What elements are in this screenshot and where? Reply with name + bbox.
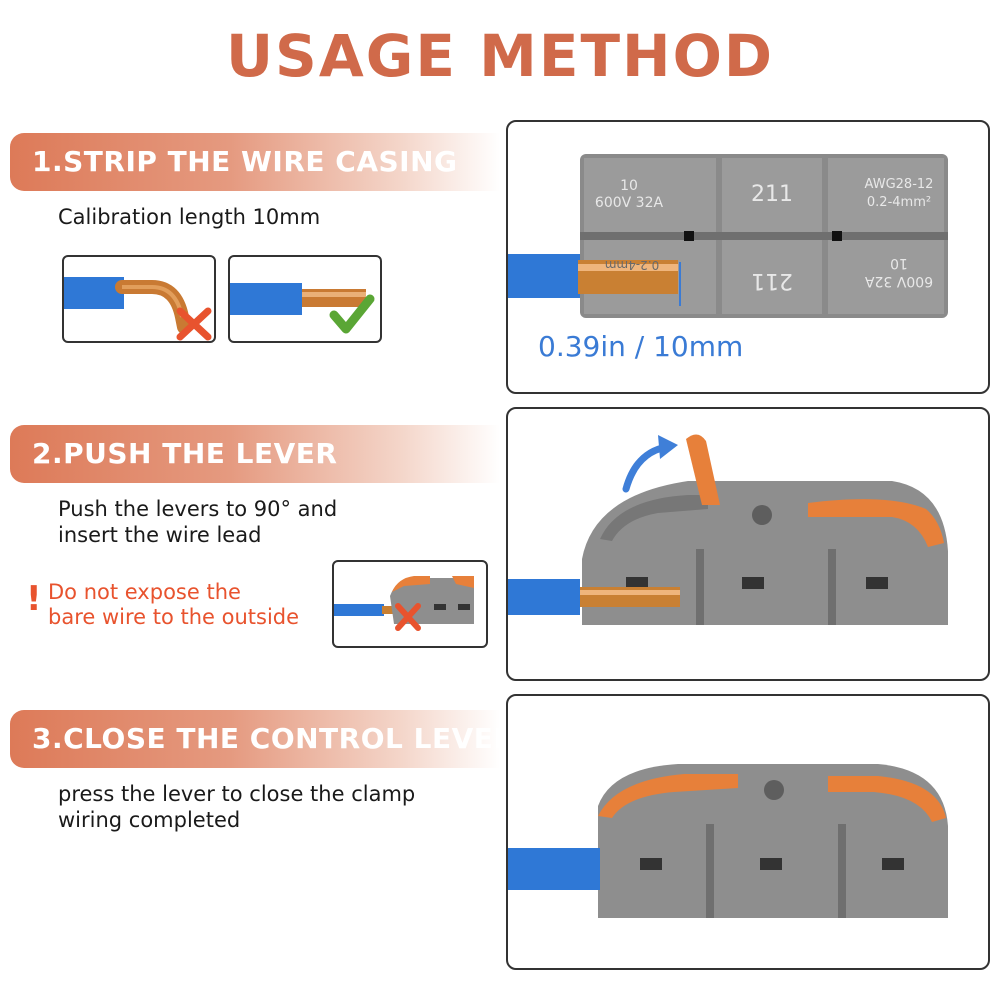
step-3-desc-line: wiring completed [58, 808, 241, 832]
cross-icon [395, 603, 421, 631]
closed-lever [808, 499, 944, 547]
step-1-banner: 1.STRIP THE WIRE CASING [10, 133, 500, 191]
warning-line: Do not expose the [48, 580, 241, 604]
step-1-panel: 10 600V 32A 211 AWG28-12 0.2-4mm² 0.2-4m… [506, 120, 990, 394]
wire-insulation [230, 283, 302, 315]
step-3-banner: 3.CLOSE THE CONTROL LEVER [10, 710, 515, 768]
connector-body [598, 764, 948, 918]
closed-lever-left [598, 774, 738, 818]
arrow-icon [622, 435, 678, 493]
step-1-label: 1.STRIP THE WIRE CASING [32, 145, 458, 178]
step-2-description: Push the levers to 90° and insert the wi… [58, 496, 337, 548]
check-icon [329, 294, 375, 334]
step-2-desc-line: insert the wire lead [58, 523, 262, 547]
step-2-desc-line: Push the levers to 90° and [58, 497, 338, 521]
connector-bottom-center-label: 211 [751, 268, 793, 293]
step-3-panel [506, 694, 990, 970]
correct-strip-thumbnail [228, 255, 382, 343]
connector-bottom-right-label: 600V 32A 10 [864, 255, 934, 289]
closed-lever-right [828, 776, 946, 822]
step-2-banner: 2.PUSH THE LEVER [10, 425, 500, 483]
wrong-strip-thumbnail [62, 255, 216, 343]
page-title: USAGE METHOD [225, 22, 775, 90]
blue-wire [508, 579, 580, 615]
bent-copper [115, 280, 191, 334]
step-3-desc-line: press the lever to close the clamp [58, 782, 416, 806]
step-3-description: press the lever to close the clamp wirin… [58, 781, 415, 833]
step-2-panel [506, 407, 990, 681]
warning-icon: ! [26, 579, 42, 619]
connector-bottom-left-label: 0.2-4mm [604, 258, 660, 272]
step-1-description: Calibration length 10mm [58, 204, 320, 230]
warning-line: bare wire to the outside [48, 605, 300, 629]
exposed-wire-thumbnail [332, 560, 488, 648]
raised-lever [686, 434, 720, 505]
step-2-label: 2.PUSH THE LEVER [32, 437, 338, 470]
connector-top-left-label: 10 600V 32A [594, 178, 664, 211]
step-3-label: 3.CLOSE THE CONTROL LEVER [32, 722, 516, 755]
connector-top-right-label: AWG28-12 0.2-4mm² [864, 177, 934, 210]
step-1-desc-line: Calibration length 10mm [58, 205, 321, 229]
cross-icon [176, 307, 212, 341]
straight-copper [302, 289, 366, 307]
connector-top-center-label: 211 [751, 182, 793, 207]
strip-length-measure: 0.39in / 10mm [538, 330, 744, 363]
blue-wire [508, 848, 600, 890]
wire-insulation [64, 277, 124, 309]
